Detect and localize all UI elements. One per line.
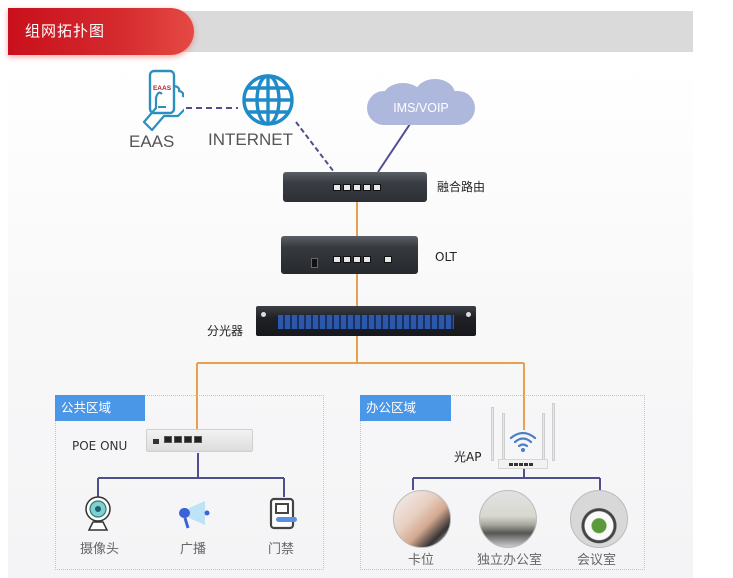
camera-label: 摄像头 (80, 542, 120, 557)
access-control-label: 门禁 (268, 542, 295, 557)
eaas-app-text: EAAS (153, 85, 172, 92)
eaas-label: EAAS (129, 132, 175, 151)
cloud-label: IMS/VOIP (393, 101, 449, 115)
olt-device (281, 236, 418, 274)
router-label: 融合路由 (437, 180, 486, 194)
globe-icon (242, 74, 294, 126)
wifi-icon (509, 431, 537, 452)
ap-label: 光AP (454, 450, 482, 464)
phone-hand-icon: EAAS (142, 69, 184, 132)
office-zone-title: 办公区域 (360, 395, 451, 421)
access-control-icon (269, 497, 297, 530)
meeting-room-label: 会议室 (577, 553, 617, 568)
megaphone-icon (179, 501, 210, 529)
splitter-device (256, 306, 476, 336)
private-office-label: 独立办公室 (477, 553, 543, 568)
private-office-photo (479, 490, 537, 548)
olt-label: OLT (435, 250, 457, 264)
page-title: 组网拓扑图 (8, 8, 194, 55)
internet-label: INTERNET (208, 130, 293, 149)
public-zone (55, 395, 324, 570)
optical-ap-device (488, 397, 558, 469)
ap-base (498, 459, 548, 469)
onu-label: POE ONU (72, 439, 128, 453)
internet-router-link (295, 121, 335, 173)
splitter-label: 分光器 (207, 324, 244, 338)
office-zone (360, 395, 645, 570)
olt-ports (333, 256, 371, 263)
workstation-label: 卡位 (408, 553, 435, 568)
meeting-room-photo (570, 490, 628, 548)
ims-voip-cloud: IMS/VOIP (367, 79, 475, 125)
broadcast-label: 广播 (180, 542, 207, 557)
router-device (283, 172, 427, 202)
camera-icon (85, 496, 111, 531)
router-ports (333, 184, 381, 191)
cloud-router-link (377, 123, 411, 173)
poe-onu-device (146, 429, 253, 452)
workstation-photo (393, 490, 451, 548)
public-zone-title: 公共区域 (55, 395, 145, 421)
